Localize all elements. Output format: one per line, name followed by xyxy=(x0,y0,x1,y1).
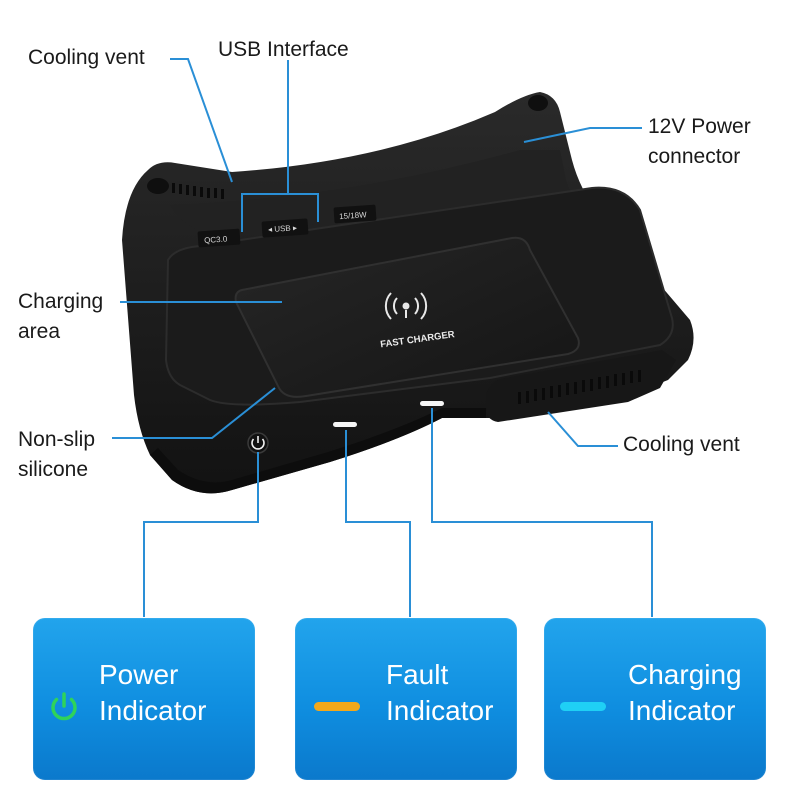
device-fault-led xyxy=(333,422,357,427)
port-label-watt: 15/18W xyxy=(339,210,368,221)
charging-indicator-card: Charging Indicator xyxy=(544,618,766,780)
power-connector-line2: connector xyxy=(648,145,741,168)
fault-indicator-title: Fault Indicator xyxy=(386,657,493,729)
cooling-vent-top-label: Cooling vent xyxy=(28,46,145,69)
fault-indicator-card: Fault Indicator xyxy=(295,618,517,780)
charger-body xyxy=(122,92,694,494)
power-connector-line1: 12V Power xyxy=(648,115,751,138)
charging-area-line1: Charging xyxy=(18,290,104,313)
charging-indicator-line1: Charging xyxy=(628,659,742,690)
port-label-usb: ◂ USB ▸ xyxy=(268,223,297,234)
port-label-qc: QC3.0 xyxy=(204,234,228,245)
power-connector-label: 12V Power connector xyxy=(648,112,751,172)
non-slip-line2: silicone xyxy=(18,458,89,481)
charging-indicator-line2: Indicator xyxy=(628,695,736,726)
fault-dash-icon xyxy=(314,702,360,711)
leader-lines xyxy=(112,58,653,617)
power-indicator-line2: Indicator xyxy=(99,695,207,726)
non-slip-line1: Non-slip xyxy=(18,428,96,451)
charging-area-label: Charging area xyxy=(18,287,103,347)
device-power-button xyxy=(247,432,269,454)
cooling-vent-right-label: Cooling vent xyxy=(623,433,740,456)
power-icon xyxy=(51,692,77,721)
fault-indicator-line2: Indicator xyxy=(386,695,494,726)
power-indicator-line1: Power xyxy=(99,659,179,690)
usb-interface-label: USB Interface xyxy=(218,38,349,61)
power-indicator-card: Power Indicator xyxy=(33,618,255,780)
charging-indicator-title: Charging Indicator xyxy=(628,657,742,729)
charging-area-line2: area xyxy=(18,320,61,343)
power-indicator-title: Power Indicator xyxy=(99,657,206,729)
device-charging-led xyxy=(420,401,444,406)
fault-indicator-line1: Fault xyxy=(386,659,449,690)
non-slip-label: Non-slip silicone xyxy=(18,425,95,485)
usb-ports: QC3.0 ◂ USB ▸ 15/18W xyxy=(197,204,377,248)
charging-dash-icon xyxy=(560,702,606,711)
wireless-charge-icon xyxy=(384,292,428,320)
